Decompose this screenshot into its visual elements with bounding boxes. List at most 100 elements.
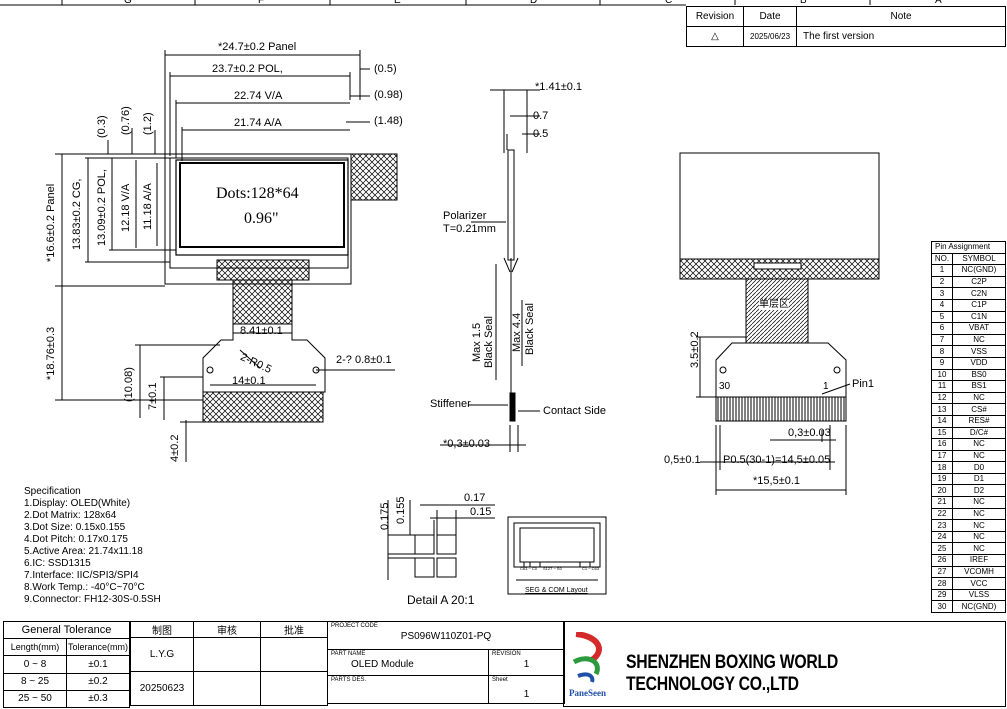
pin-number: 26: [931, 554, 953, 567]
sheet-label: Sheet: [492, 677, 508, 683]
pin-symbol: VCOMH: [952, 565, 1006, 579]
dim-hole-pitch: 14±0.1: [232, 375, 266, 387]
pin-number: 15: [931, 426, 953, 440]
project-code-label: PROJECT CODE: [331, 623, 378, 629]
black-seal-label-1: Black Seal: [483, 316, 495, 368]
dim-va-width: 22.74 V/A: [234, 90, 283, 102]
spec-item: 3.Dot Size: 0.15x0.155: [24, 522, 126, 533]
dim-pin-width: 0,3±0.03: [788, 427, 831, 439]
grid-letter: G: [124, 0, 132, 6]
pin-number: 29: [931, 588, 953, 602]
dim-connector-width: *15,5±0.1: [753, 475, 801, 487]
pin-number: 1: [931, 264, 953, 277]
dim-dot-pitch-h: 0.17: [464, 492, 486, 504]
drawn-by: L.Y.G: [130, 637, 194, 672]
pin-symbol: VSS: [952, 345, 1006, 358]
tolerance-header: Tolerance(mm): [66, 638, 130, 657]
dim-stiffener-height: 4±0.2: [169, 434, 181, 462]
back-fpc: [745, 278, 809, 344]
seg-com-caption: SEG & COM Layout: [525, 587, 588, 594]
display-dots-text: Dots:128*64: [216, 185, 299, 202]
side-panel: [503, 152, 519, 403]
pin-number: 10: [931, 368, 953, 382]
drawn-header: 制图: [130, 621, 194, 638]
pin-number: 5: [931, 310, 953, 324]
pin-symbol-header: SYMBOL: [952, 252, 1006, 266]
brand-name: PaneSeen: [569, 688, 606, 698]
pin-symbol: IREF: [952, 554, 1006, 567]
dim-back-3-5: 3.5±0.2: [689, 331, 701, 368]
display-size-text: 0.96": [244, 210, 279, 227]
pin-30-marker: 30: [719, 381, 731, 392]
grid-letter: F: [258, 0, 265, 6]
length-range: 0 ~ 8: [3, 655, 67, 674]
revision-symbol: △: [686, 26, 744, 47]
tolerance-value: ±0.3: [66, 689, 130, 708]
pin1-callout: Pin1: [852, 378, 875, 390]
dim-aa-width: 21.74 A/A: [234, 117, 282, 129]
pin-symbol: VBAT: [952, 322, 1006, 335]
pin-symbol: D0: [952, 461, 1006, 474]
pin-symbol: NC: [952, 391, 1006, 405]
dim-offset-2: (0.98): [374, 89, 403, 101]
pin-symbol: C1N: [952, 310, 1006, 324]
pin-number: 11: [931, 380, 953, 393]
approval-table: 制图 审核 批准 L.Y.G 20250623: [130, 621, 328, 706]
dim-small-1: (0.3): [96, 115, 108, 138]
front-fpc-hatch: [350, 153, 398, 201]
pin-no-header: NO.: [931, 252, 953, 266]
pin-number: 30: [931, 600, 953, 613]
pin-number: 20: [931, 484, 953, 498]
approve-header: 批准: [260, 621, 328, 638]
pin-symbol: NC: [952, 438, 1006, 451]
dim-offset-3: (1.48): [374, 115, 403, 127]
pin-number: 4: [931, 298, 953, 312]
dim-pol-width: 23.7±0.2 POL,: [212, 63, 283, 75]
polarizer-label: Polarizer: [443, 210, 487, 222]
pin-number: 19: [931, 472, 953, 486]
dim-fpc-height: (10.08): [123, 367, 135, 402]
black-seal-max-2: Max 4.4: [511, 312, 523, 352]
dim-offset-1: (0.5): [374, 63, 397, 75]
pin-symbol: D/C#: [952, 426, 1006, 440]
pin-number: 8: [931, 345, 953, 358]
company-block: [563, 621, 1006, 707]
pin-number: 9: [931, 356, 953, 370]
spec-item: 2.Dot Matrix: 128x64: [24, 510, 117, 521]
back-contacts: [715, 396, 847, 422]
dim-pol-height: 13.09±0.2 POL,: [96, 169, 108, 246]
spec-item: 1.Display: OLED(White): [24, 498, 131, 509]
dim-thickness: *1.41±0.1: [535, 81, 583, 93]
pin-symbol: CS#: [952, 403, 1006, 416]
pin-number: 3: [931, 287, 953, 300]
pin-number: 2: [931, 275, 953, 289]
pin-1-marker: 1: [823, 381, 829, 392]
spec-title: Specification: [24, 486, 81, 497]
drawn-date: 20250623: [130, 671, 194, 706]
spec-item: 5.Active Area: 21.74x11.18: [24, 546, 143, 557]
pin-symbol: NC: [952, 449, 1006, 463]
dim-va-height: 12.18 V/A: [120, 183, 132, 232]
pin-number: 25: [931, 542, 953, 556]
pin-symbol: BS0: [952, 368, 1006, 382]
pin-number: 28: [931, 577, 953, 590]
